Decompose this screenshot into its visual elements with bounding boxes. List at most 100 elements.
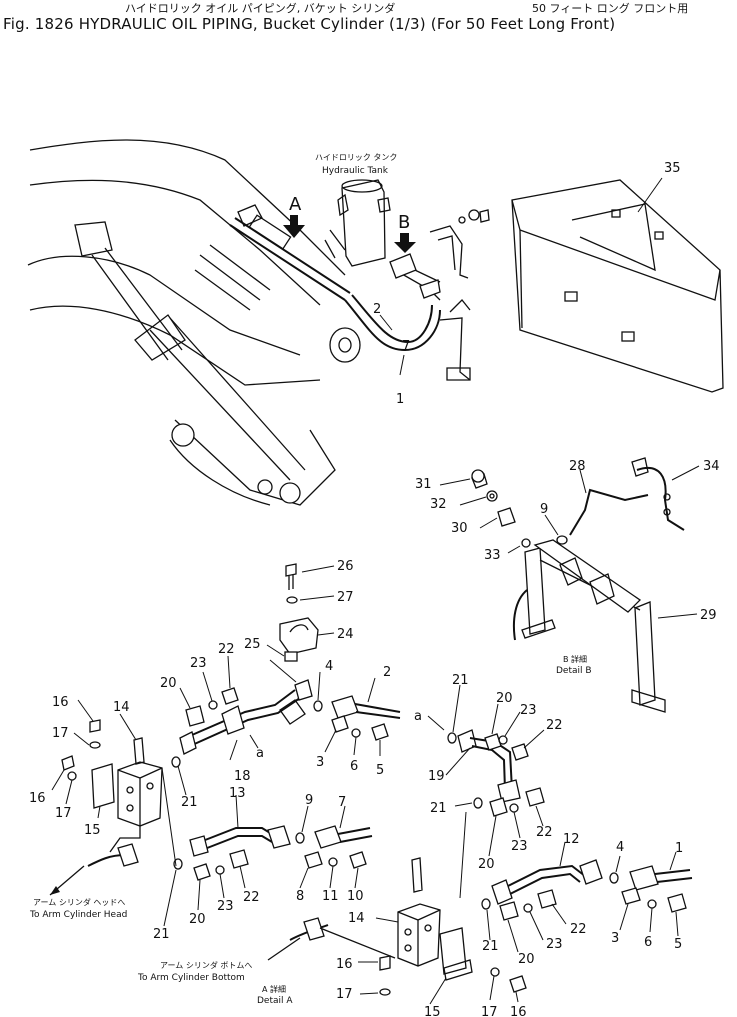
valve-block-right: [267, 857, 527, 1005]
part-33-label: 33: [484, 548, 501, 563]
part-2-label-top: 2: [373, 302, 381, 317]
part-28-label: 28: [569, 459, 586, 474]
part-22-label-b: 22: [243, 890, 260, 905]
part-30-label: 30: [451, 521, 468, 536]
japanese-title: ハイドロリック オイル パイピング, バケット シリンダ: [125, 2, 396, 15]
part-9-label-b: 9: [540, 502, 548, 517]
part-26-label: 26: [337, 559, 354, 574]
part-6-label-a: 6: [350, 759, 358, 774]
part-2-label-mid: 2: [383, 665, 391, 680]
part-20-label-a: 20: [160, 676, 177, 691]
part-21-label-r2: 21: [430, 801, 447, 816]
valve-block-left: [49, 699, 177, 896]
connector-a-right: a: [414, 709, 422, 724]
part-22-label-r1: 22: [546, 718, 563, 733]
part-35-label: 35: [664, 161, 681, 176]
connector-a-left: a: [256, 746, 264, 761]
part-19-label: 19: [428, 769, 445, 784]
part-9-label-a: 9: [305, 793, 313, 808]
part-5-label-a: 5: [376, 763, 384, 778]
arm-head-en-label: To Arm Cylinder Head: [29, 910, 127, 920]
pipe-13-assembly: [189, 794, 291, 911]
clamp-bolts-mid-right: [454, 787, 545, 899]
view-arrow-b: B: [394, 212, 416, 253]
hose-routing-top: [344, 209, 490, 381]
part-6-label-b: 6: [644, 935, 652, 950]
view-arrow-a: A: [283, 194, 305, 238]
part-23-label-r3: 23: [546, 937, 563, 952]
clamp-stack: [266, 563, 335, 662]
japanese-front-note: 50 フィート ロング フロント用: [532, 2, 689, 15]
part-3-label-b: 3: [611, 931, 619, 946]
part-25-label: 25: [244, 637, 261, 652]
part-34-label: 34: [703, 459, 720, 474]
part-17-label-r1: 17: [336, 987, 353, 1002]
part-4-label-mid: 4: [325, 659, 333, 674]
part-16-label-r1: 16: [336, 957, 353, 972]
part-27-label: 27: [337, 590, 354, 605]
connector-a-leader: [427, 715, 445, 731]
part-12-label: 12: [563, 832, 580, 847]
part-29-label: 29: [700, 608, 717, 623]
pipe-18-assembly: [179, 659, 323, 761]
hydraulic-tank-en-label: Hydraulic Tank: [322, 166, 389, 176]
part-23-label-r1: 23: [520, 703, 537, 718]
part-17-label-l2: 17: [55, 806, 72, 821]
part-17-label-l1: 17: [52, 726, 69, 741]
hose-7-assembly: [295, 805, 373, 889]
part-1-label-b: 1: [675, 841, 683, 856]
part-3-label-a: 3: [316, 755, 324, 770]
part-5-label-b: 5: [674, 937, 682, 952]
part-14-label-r: 14: [348, 911, 365, 926]
detail-b-jp-label: B 詳細: [563, 654, 587, 664]
o-rings-left: [163, 756, 187, 927]
part-21-label-r1: 21: [452, 673, 469, 688]
detail-a-jp-label: A 詳細: [262, 984, 286, 994]
part-31-label: 31: [415, 477, 432, 492]
pipe-12-assembly: [481, 841, 603, 953]
arrow-b-label: B: [398, 212, 410, 233]
part-15-label-r: 15: [424, 1005, 441, 1017]
part-13-label: 13: [229, 786, 246, 801]
detail-b-en-label: Detail B: [556, 666, 592, 676]
part-16-label-l1: 16: [52, 695, 69, 710]
part-23-label-r2: 23: [511, 839, 528, 854]
detail-a-en-label: Detail A: [257, 996, 293, 1006]
cover-panel-35: [511, 177, 724, 393]
part-18-label: 18: [234, 769, 251, 784]
part-23-label-a: 23: [190, 656, 207, 671]
clamp-bolts-left: [179, 655, 239, 727]
hose-2-fittings: [324, 677, 401, 756]
part-7-label-top: 7: [402, 339, 410, 354]
part-22-label-a: 22: [218, 642, 235, 657]
hydraulic-tank-illustration: ハイドロリック タンク Hydraulic Tank: [315, 153, 397, 267]
pipe-19-assembly: [445, 684, 545, 803]
hose-1-assembly-bottom: [609, 851, 693, 937]
part-24-label: 24: [337, 627, 354, 642]
part-16-label-r2: 16: [510, 1005, 527, 1017]
part-20-label-r2: 20: [478, 857, 495, 872]
part-22-label-r2: 22: [536, 825, 553, 840]
part-21-label-r3: 21: [482, 939, 499, 954]
part-20-label-r3: 20: [518, 952, 535, 967]
part-20-label-r1: 20: [496, 691, 513, 706]
arm-bottom-en-label: To Arm Cylinder Bottom: [137, 973, 245, 983]
part-16-label-l2: 16: [29, 791, 46, 806]
hydraulic-tank-jp-label: ハイドロリック タンク: [315, 153, 397, 162]
arm-head-jp-label: アーム シリンダ ヘッドへ: [33, 897, 125, 907]
part-17-label-r2: 17: [481, 1005, 498, 1017]
part-10-label: 10: [347, 889, 364, 904]
arrow-a-label: A: [289, 194, 302, 215]
part-15-label-l: 15: [84, 823, 101, 838]
boom-and-arm-illustration: [27, 139, 361, 506]
part-14-label-l: 14: [113, 700, 130, 715]
part-22-label-r3: 22: [570, 922, 587, 937]
arm-bottom-jp-label: アーム シリンダ ボトムへ: [160, 960, 252, 970]
part-21-label-l1: 21: [181, 795, 198, 810]
part-32-label: 32: [430, 497, 447, 512]
part-21-label-l2: 21: [153, 927, 170, 942]
detail-b-assembly: B 詳細 Detail B: [439, 457, 700, 713]
part-8-label: 8: [296, 889, 304, 904]
